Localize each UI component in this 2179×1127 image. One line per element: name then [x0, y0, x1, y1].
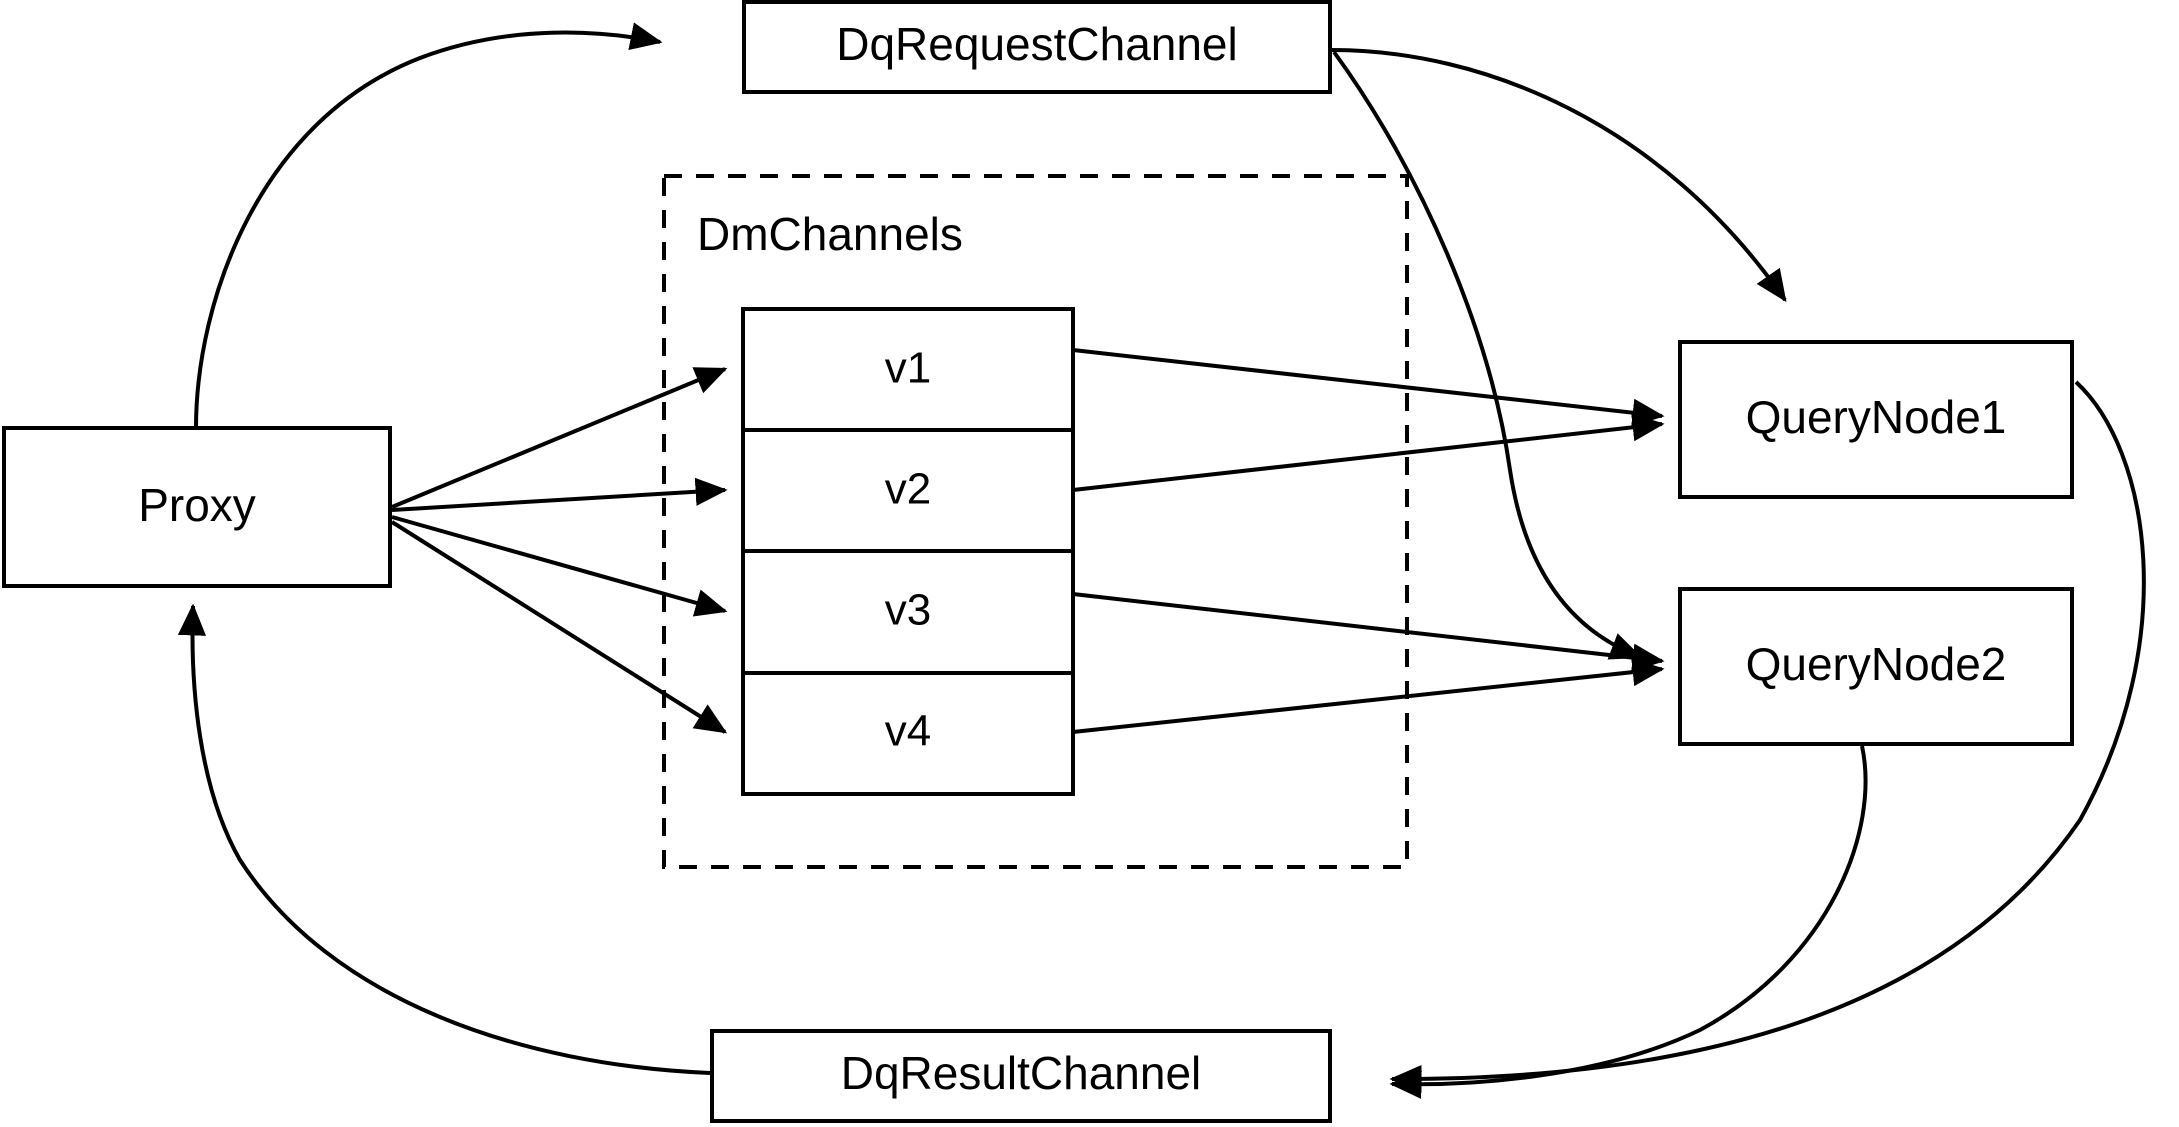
edge-v1-to-query-node-1 [1072, 348, 1665, 427]
dm-channel-row-v2[interactable]: v2 [885, 465, 931, 514]
dm-channel-row-v4[interactable]: v4 [885, 707, 931, 756]
node-dq-request-channel-label: DqRequestChannel [836, 18, 1238, 70]
edge-proxy-to-v4 [390, 520, 728, 734]
edge-proxy-to-dq-request-channel [194, 22, 663, 429]
node-query-node-1[interactable]: QueryNode1 [1678, 340, 2074, 499]
dm-channel-table: v1 v2 v3 v4 [741, 307, 1075, 796]
edge-proxy-to-v1 [391, 367, 728, 509]
edge-dq-request-channel-to-query-node-2 [1332, 50, 1643, 660]
edge-proxy-to-v3 [391, 515, 728, 617]
node-proxy[interactable]: Proxy [2, 426, 392, 588]
edge-v2-to-query-node-1 [1072, 413, 1665, 492]
edge-dq-request-channel-to-query-node-1 [1331, 48, 1787, 303]
node-query-node-1-label: QueryNode1 [1746, 391, 2007, 443]
dm-channel-row-v3[interactable]: v3 [885, 586, 931, 635]
edge-query-node-2-to-dq-result-channel [1389, 745, 1868, 1099]
node-dq-result-channel[interactable]: DqResultChannel [710, 1029, 1332, 1123]
dm-channel-row-v1[interactable]: v1 [885, 344, 931, 393]
edge-query-node-1-to-dq-result-channel [1389, 380, 2146, 1094]
node-query-node-2-label: QueryNode2 [1746, 638, 2007, 690]
edge-dq-result-channel-to-proxy [177, 603, 711, 1075]
node-query-node-2[interactable]: QueryNode2 [1678, 587, 2074, 746]
edge-v3-to-query-node-2 [1072, 592, 1665, 672]
edge-proxy-to-v2 [391, 477, 728, 512]
dm-channels-group-label: DmChannels [697, 208, 963, 260]
edge-v4-to-query-node-2 [1072, 658, 1665, 734]
node-dq-result-channel-label: DqResultChannel [841, 1047, 1202, 1099]
node-dq-request-channel[interactable]: DqRequestChannel [742, 0, 1332, 94]
dm-channels-group: DmChannels [662, 174, 1409, 869]
node-proxy-label: Proxy [138, 479, 256, 531]
